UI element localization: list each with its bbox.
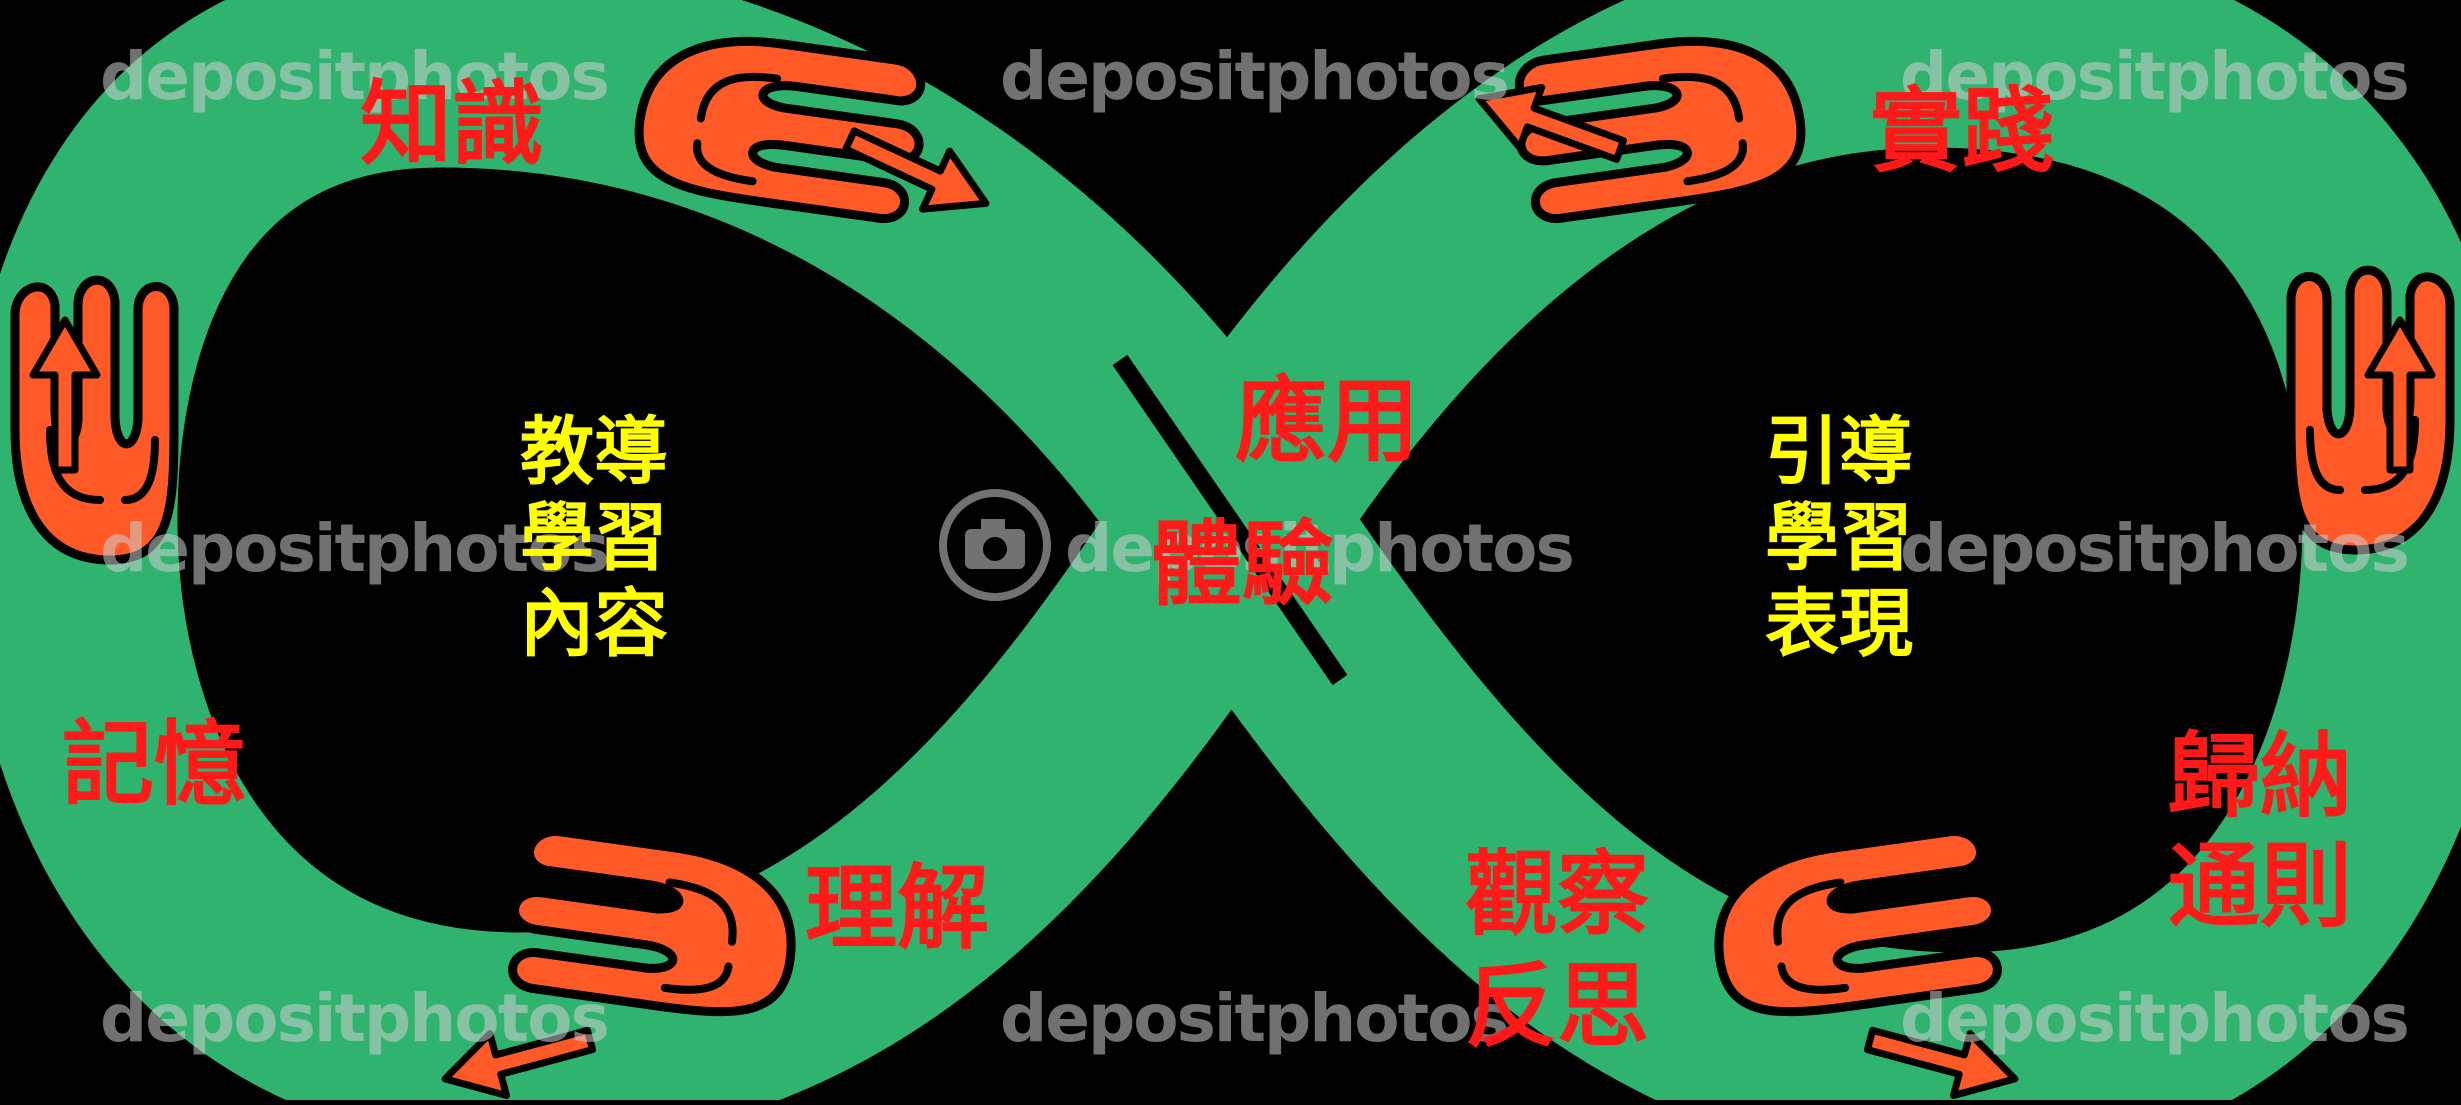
watermark: depositphotos xyxy=(100,980,610,1057)
stage-label-generalization: 通則 xyxy=(2168,832,2353,940)
watermark: depositphotos xyxy=(1900,38,2410,115)
left-center-line: 學習 xyxy=(520,495,668,581)
right-center-line: 引導 xyxy=(1765,409,1913,495)
camera-icon xyxy=(939,489,1051,601)
left-center-line: 教導 xyxy=(520,409,668,495)
crossing-gap xyxy=(1112,354,1348,686)
stage-label-experience: 體驗 xyxy=(1150,510,1335,618)
stage-label-reflection: 反思 xyxy=(1465,952,1650,1060)
watermark: depositphotos xyxy=(1900,510,2410,587)
right-center-line: 學習 xyxy=(1765,495,1913,581)
watermark: depositphotos xyxy=(1000,980,1510,1057)
watermark: depositphotos xyxy=(1000,38,1510,115)
watermark: depositphotos xyxy=(1900,980,2410,1057)
stage-label-knowledge: 知識 xyxy=(360,70,545,178)
watermark: depositphotos xyxy=(100,38,610,115)
left-center-text: 教導 學習 內容 xyxy=(520,415,668,661)
stage-label-induction: 歸納 xyxy=(2168,722,2353,830)
stage-label-practice: 實踐 xyxy=(1870,77,2055,185)
left-center-line: 內容 xyxy=(520,581,668,667)
stage-label-observation: 觀察 xyxy=(1465,840,1650,948)
open-hand-icon xyxy=(2291,270,2450,550)
watermark: depositphotos xyxy=(1065,510,1575,587)
stage-label-application: 應用 xyxy=(1235,367,1420,475)
stage-label-memory: 記憶 xyxy=(62,710,247,818)
stage-label-understanding: 理解 xyxy=(805,854,990,962)
right-center-text: 引導 學習 表現 xyxy=(1765,415,1913,661)
right-center-line: 表現 xyxy=(1765,581,1913,667)
watermark: depositphotos xyxy=(100,510,610,587)
